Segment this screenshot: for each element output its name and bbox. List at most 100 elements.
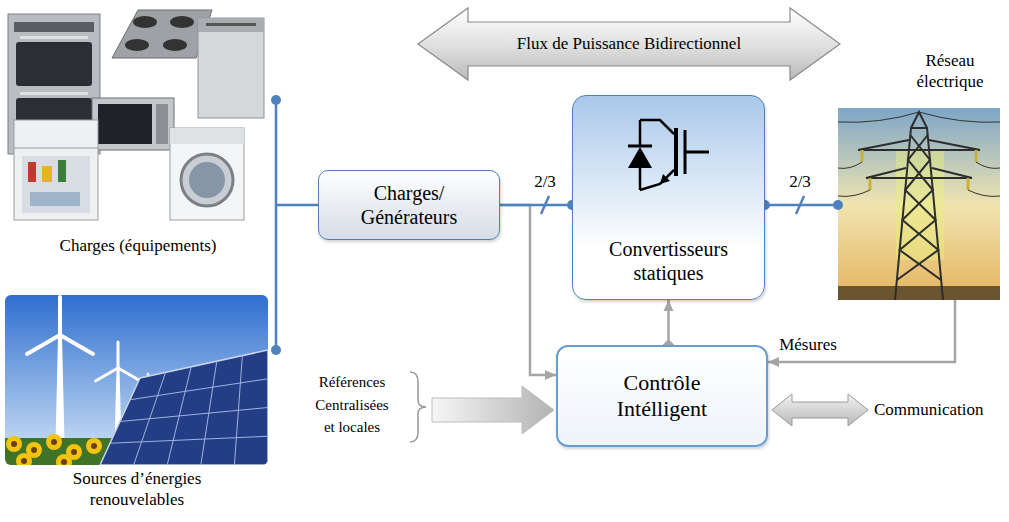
renewables-photo bbox=[6, 436, 22, 452]
igbt-symbol bbox=[640, 120, 674, 134]
renewables-photo bbox=[5, 295, 268, 465]
power-pylon-photo bbox=[975, 150, 978, 162]
power-pylon-photo bbox=[838, 190, 870, 196]
flow-arrow-shape bbox=[418, 8, 840, 80]
renewables-photo bbox=[5, 295, 268, 470]
appliances-photo bbox=[170, 16, 194, 28]
igbt-symbol bbox=[684, 130, 687, 174]
reference-bracket bbox=[410, 372, 426, 442]
renewables-photo bbox=[117, 342, 120, 368]
connector bbox=[500, 205, 556, 375]
power-pylon-photo bbox=[967, 178, 970, 190]
appliances-photo bbox=[98, 104, 152, 144]
appliances-photo bbox=[133, 16, 157, 28]
igbt-symbol bbox=[685, 151, 709, 154]
appliances-photo bbox=[14, 148, 98, 149]
power-pylon-photo bbox=[838, 112, 919, 122]
connection-dot bbox=[833, 200, 843, 210]
renewables-photo bbox=[21, 458, 27, 464]
power-pylon-photo bbox=[838, 108, 1000, 300]
appliances-photo bbox=[125, 39, 149, 51]
renewables-photo bbox=[5, 295, 268, 465]
appliances-photo bbox=[20, 36, 88, 39]
power-pylon-photo bbox=[858, 140, 980, 150]
renewables-photo bbox=[61, 459, 67, 465]
bus-wire bbox=[276, 204, 318, 207]
power-pylon-photo bbox=[838, 162, 862, 168]
process-box: Charges/ Générateurs bbox=[318, 170, 500, 240]
appliances-photo bbox=[8, 10, 264, 220]
appliances-photo bbox=[198, 18, 264, 118]
node-text: Contrôle Intélligent bbox=[602, 370, 722, 423]
power-pylon-photo bbox=[897, 135, 938, 280]
connector bbox=[667, 300, 670, 345]
reference-note: Références Centralisées et locales bbox=[311, 371, 393, 439]
igbt-symbol bbox=[628, 147, 652, 168]
node-text: Flux de Puissance Bidirectionnel bbox=[517, 34, 741, 54]
renewables-photo bbox=[31, 447, 37, 453]
renewables-photo bbox=[56, 454, 72, 465]
renewables-photo bbox=[100, 350, 268, 465]
appliances-photo bbox=[14, 22, 94, 32]
connector bbox=[500, 204, 572, 207]
renewables-photo bbox=[134, 372, 166, 465]
appliances-photo bbox=[92, 98, 174, 150]
appliances-photo bbox=[16, 42, 92, 86]
power-pylon-photo bbox=[838, 112, 1000, 196]
renewables-photo bbox=[110, 436, 268, 443]
power-pylon-photo bbox=[862, 150, 976, 190]
renewables-photo bbox=[96, 368, 119, 381]
renewables-photo bbox=[6, 434, 102, 465]
renewables-photo bbox=[118, 368, 141, 381]
appliances-photo bbox=[112, 10, 212, 58]
appliances-photo bbox=[206, 23, 256, 26]
renewables-photo bbox=[167, 367, 191, 465]
phase-count-label: 2/3 bbox=[525, 171, 565, 192]
power-pylon-photo bbox=[869, 178, 872, 190]
connection-dot bbox=[271, 95, 843, 355]
power-pylon-photo bbox=[911, 112, 927, 128]
phase-count-label: 2/3 bbox=[780, 171, 820, 192]
renewables-photo bbox=[91, 443, 97, 449]
caption-label: Charges (équipements) bbox=[28, 235, 248, 256]
power-pylon-photo bbox=[968, 190, 1000, 196]
appliances-photo bbox=[28, 162, 36, 182]
renewables-photo bbox=[71, 449, 77, 455]
renewables-photo bbox=[11, 439, 97, 465]
bus-wire bbox=[796, 196, 804, 214]
communication-arrow bbox=[772, 394, 868, 426]
appliances-photo bbox=[14, 120, 98, 220]
connection-dot bbox=[271, 95, 281, 105]
igbt-symbol bbox=[674, 128, 678, 176]
appliances-photo bbox=[163, 39, 187, 51]
power-pylon-photo bbox=[866, 168, 972, 178]
power-pylon-photo bbox=[895, 128, 943, 300]
power-pylon-photo bbox=[838, 108, 1000, 300]
appliances-photo bbox=[42, 166, 52, 182]
igbt-symbol bbox=[639, 120, 642, 146]
igbt-symbol bbox=[660, 174, 670, 184]
connection-dot bbox=[271, 345, 281, 355]
power-pylon-photo bbox=[976, 162, 1000, 168]
caption-label: Réseau électrique bbox=[904, 50, 996, 93]
control-box: Contrôle Intélligent bbox=[556, 345, 768, 447]
appliances-photo bbox=[181, 154, 233, 206]
power-pylon-photo bbox=[861, 150, 864, 162]
renewables-photo bbox=[86, 438, 102, 454]
power-pylon-photo bbox=[838, 286, 1000, 300]
renewables-photo bbox=[130, 379, 268, 400]
signal-label: Communication bbox=[874, 399, 1002, 420]
renewables-photo bbox=[27, 335, 60, 354]
renewables-photo bbox=[201, 361, 217, 465]
flow-arrow: Flux de Puissance Bidirectionnel bbox=[418, 8, 840, 80]
renewables-photo bbox=[51, 439, 57, 445]
bus-wire bbox=[275, 100, 278, 350]
igbt-symbol bbox=[628, 145, 652, 148]
igbt-symbol bbox=[639, 168, 642, 190]
signal-label: Mésures bbox=[768, 334, 848, 355]
renewables-photo bbox=[46, 434, 62, 450]
renewables-photo bbox=[60, 335, 93, 354]
appliances-photo bbox=[30, 192, 80, 206]
